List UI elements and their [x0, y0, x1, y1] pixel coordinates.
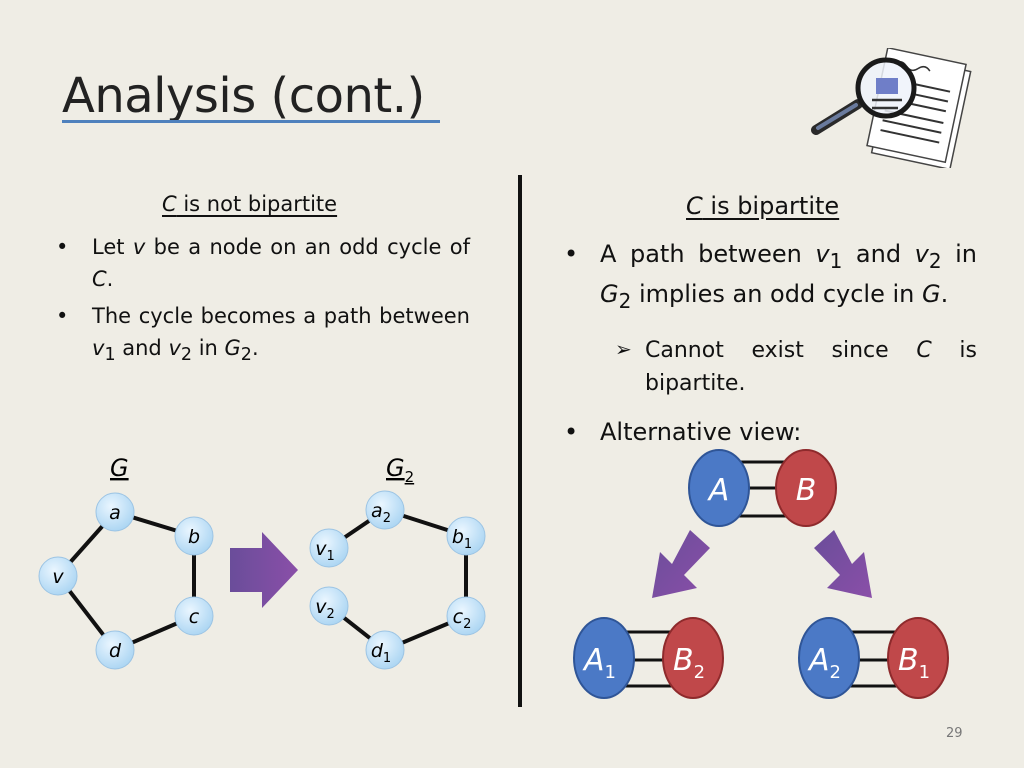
svg-text:a2: a2 — [371, 500, 391, 526]
graph-g2-node-d1: d1 — [365, 630, 405, 670]
graph-diagram: G a b v c d G — [38, 454, 486, 670]
graph-g2-node-a2: a2 — [365, 490, 405, 530]
slide-title: Analysis (cont.) — [62, 68, 425, 124]
left-bullet-list: •Let v be a node on an odd cycle of C. •… — [56, 232, 470, 374]
title-underline — [62, 120, 440, 123]
svg-text:A: A — [707, 473, 730, 508]
svg-text:c2: c2 — [453, 606, 472, 632]
right-bullet-1: •A path between v1 and v2 in G2 implies … — [564, 240, 977, 313]
magnifier-document-icon — [811, 48, 972, 168]
bipartite-top-b: B — [775, 449, 837, 527]
graph-g2-label: G2 — [386, 454, 414, 486]
transform-arrow-icon — [230, 532, 298, 608]
right-bullet-list: •A path between v1 and v2 in G2 implies … — [564, 236, 977, 322]
svg-text:v2: v2 — [315, 596, 335, 622]
graph-g2-edges — [327, 508, 468, 652]
graph-g2-node-v2: v2 — [309, 586, 349, 626]
split-arrow-right-icon — [814, 530, 872, 598]
bipartite-bl-b2: B2 — [662, 617, 724, 699]
left-heading: C is not bipartite — [162, 192, 338, 216]
right-bullet-list-2: •Alternative view: — [564, 414, 977, 456]
svg-text:B2: B2 — [673, 643, 705, 683]
svg-text:v: v — [52, 566, 64, 588]
right-sub-bullet-1: ➢Cannot exist since C is bipartite. — [615, 334, 977, 400]
svg-text:A1: A1 — [582, 643, 616, 683]
graph-g-node-c: c — [174, 596, 214, 636]
svg-text:B1: B1 — [898, 643, 930, 683]
svg-text:b: b — [188, 526, 200, 548]
left-bullet-2: •The cycle becomes a path between v1 and… — [56, 304, 470, 365]
svg-text:a: a — [109, 502, 121, 524]
split-arrow-left-icon — [652, 530, 710, 598]
svg-text:d1: d1 — [371, 640, 391, 666]
graph-g-edges — [56, 510, 196, 652]
svg-text:b1: b1 — [452, 526, 472, 552]
right-sub-list: ➢Cannot exist since C is bipartite. — [615, 334, 977, 400]
graph-g2-node-v1: v1 — [309, 528, 349, 568]
right-bullet-2: •Alternative view: — [564, 418, 802, 446]
bipartite-bl-a1: A1 — [573, 617, 635, 699]
bipartite-br-a2: A2 — [798, 617, 860, 699]
svg-text:d: d — [109, 640, 122, 662]
column-divider — [518, 175, 522, 707]
left-bullet-1: •Let v be a node on an odd cycle of C. — [56, 235, 470, 291]
arrow-bullet-icon: ➢ — [615, 337, 632, 361]
svg-text:B: B — [796, 473, 817, 508]
graph-g-label: G — [110, 454, 129, 482]
graph-g-node-b: b — [174, 516, 214, 556]
graph-g2-node-c2: c2 — [446, 596, 486, 636]
svg-text:c: c — [189, 606, 200, 628]
bipartite-view-diagram: A B A1 B2 A2 — [573, 449, 949, 699]
page-number: 29 — [946, 726, 963, 741]
graph-g-node-a: a — [95, 492, 135, 532]
bipartite-br-b1: B1 — [887, 617, 949, 699]
svg-text:v1: v1 — [315, 538, 335, 564]
svg-text:A2: A2 — [807, 643, 841, 683]
graph-g2-node-b1: b1 — [446, 516, 486, 556]
graph-g-node-v: v — [38, 556, 78, 596]
right-heading: C is bipartite — [686, 192, 840, 220]
bipartite-top-a: A — [688, 449, 750, 527]
graph-g-node-d: d — [95, 630, 135, 670]
